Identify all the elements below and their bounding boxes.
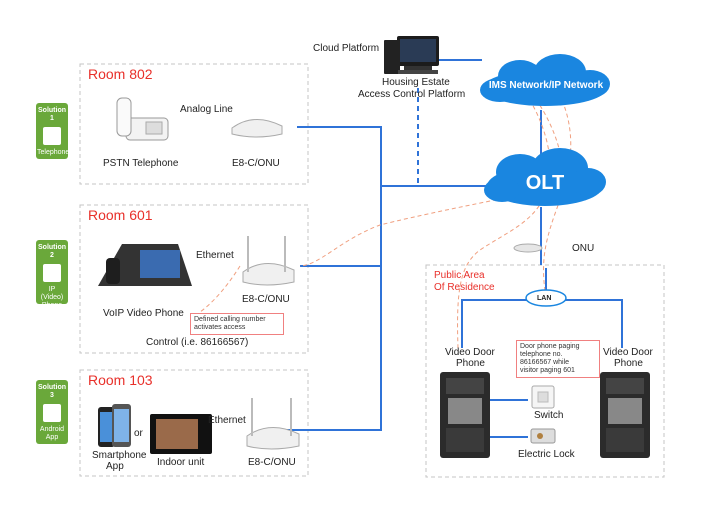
paging-note: Door phone paging telephone no. 86166567… <box>516 340 600 378</box>
analog-line-label: Analog Line <box>180 104 233 115</box>
lan-label: LAN <box>537 295 552 302</box>
solution-3-badge: Solution 3 Android App <box>36 380 68 444</box>
solution-1-foot: Telephone <box>37 149 70 156</box>
telephone-icon <box>43 127 61 145</box>
room-103-box <box>79 369 309 477</box>
onu-601-label: E8-C/ONU <box>242 294 290 305</box>
calling-number-note-1: Defined calling number <box>194 316 266 323</box>
door-phone-left-label-1: Video Door <box>445 347 495 358</box>
switch-label: Switch <box>534 410 564 421</box>
voip-video-phone-label: VoIP Video Phone <box>103 308 184 319</box>
smartphone-label-2: App <box>106 461 124 472</box>
smartphone-icon <box>98 404 131 447</box>
solution-3-foot-1: Android <box>39 426 65 433</box>
room-802-title: Room 802 <box>88 66 153 82</box>
lan-cloud-icon <box>525 289 567 307</box>
onu-103-icon <box>246 398 300 450</box>
onu-601-icon <box>242 236 295 286</box>
paging-note-3: 86166567 while <box>520 359 570 366</box>
cloud-platform-label: Cloud Platform <box>313 43 380 54</box>
onu-device-icon <box>513 243 543 253</box>
control-label: Control (i.e. 86166567) <box>146 337 249 348</box>
indoor-unit-label: Indoor unit <box>157 457 205 468</box>
public-area-label-2: Of Residence <box>434 282 495 293</box>
ip-phone-icon <box>43 264 61 282</box>
calling-number-note: Defined calling number activates access <box>190 313 284 335</box>
room-103-title: Room 103 <box>88 372 153 388</box>
solution-2-foot-2: Phone <box>41 302 63 309</box>
door-phone-left-label-2: Phone <box>456 358 485 369</box>
onu-802-icon <box>231 119 283 138</box>
solution-3-foot-2: App <box>45 434 59 441</box>
public-area-box <box>425 264 665 478</box>
ims-network-label: IMS Network/IP Network <box>488 80 604 91</box>
olt-cloud-icon <box>484 148 606 206</box>
solution-2-badge: Solution 2 IP (Video) Phone <box>36 240 68 309</box>
electric-lock-icon <box>530 428 556 444</box>
public-area-label-1: Public Area <box>434 270 485 281</box>
electric-lock-label: Electric Lock <box>518 449 575 460</box>
paging-note-1: Door phone paging <box>520 343 580 350</box>
solution-2-foot-1: IP (Video) <box>40 286 64 301</box>
housing-estate-label-1: Housing Estate <box>382 77 450 88</box>
ims-cloud-icon <box>480 54 610 106</box>
room-802-box <box>79 63 309 185</box>
onu-label: ONU <box>572 243 595 254</box>
pstn-telephone-icon <box>116 97 169 141</box>
paging-note-4: visitor paging 601 <box>520 367 575 374</box>
olt-label: OLT <box>525 172 565 194</box>
solution-2-head: Solution 2 <box>38 244 66 259</box>
paging-note-2: telephone no. <box>520 351 563 358</box>
server-computer-icon <box>384 36 439 74</box>
calling-number-note-2: activates access <box>194 324 246 331</box>
voip-video-phone-icon <box>98 244 192 286</box>
android-icon <box>43 404 61 422</box>
smartphone-label-1: Smartphone <box>92 450 147 461</box>
room-601-title: Room 601 <box>88 207 153 223</box>
pstn-telephone-label: PSTN Telephone <box>103 158 179 169</box>
ethernet-103-label: Ethernet <box>208 415 246 426</box>
housing-estate-label-2: Access Control Platform <box>358 89 466 100</box>
ethernet-601-label: Ethernet <box>196 250 234 261</box>
video-door-phone-left-icon <box>440 372 490 458</box>
door-phone-right-label-2: Phone <box>614 358 643 369</box>
solution-1-head: Solution 1 <box>38 107 66 122</box>
room-601-box <box>79 204 309 354</box>
indoor-unit-icon <box>150 414 212 454</box>
solution-1-badge: Solution 1 Telephone <box>36 103 70 159</box>
or-label: or <box>134 428 143 439</box>
door-phone-right-label-1: Video Door <box>603 347 653 358</box>
onu-802-label: E8-C/ONU <box>232 158 280 169</box>
solution-3-head: Solution 3 <box>38 384 66 399</box>
switch-icon <box>531 385 555 409</box>
video-door-phone-right-icon <box>600 372 650 458</box>
onu-103-label: E8-C/ONU <box>248 457 296 468</box>
